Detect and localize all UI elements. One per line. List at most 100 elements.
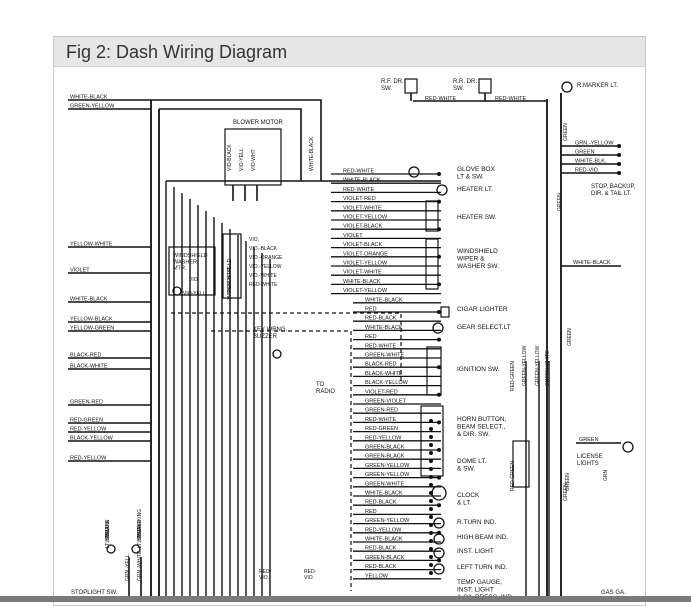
mid-wire-label: VIOLET-YELLOW — [343, 288, 388, 294]
left-wire-label: GREEN-YELLOW — [70, 104, 115, 110]
component-label: HEATER LT. — [457, 186, 493, 193]
mid-wire-label: RED-WHITE — [343, 169, 374, 175]
left-wire-label: YELLOW-GREEN — [70, 326, 114, 332]
mid-wire-label: VIOLET-ORANGE — [343, 251, 388, 257]
rr-door-switch-label: SW. — [453, 86, 464, 92]
component-label: BEAM SELECT., — [457, 423, 506, 430]
mid-wire-label: RED — [365, 307, 377, 313]
connector-dot — [437, 475, 441, 480]
left-wire-label: BLACK-YELLOW — [70, 436, 114, 442]
mid-wire-label: RED-BLACK — [365, 316, 397, 322]
wiper-lead-label: VIO.-WHITE — [249, 273, 277, 279]
component-label: & DIR. SW. — [457, 431, 490, 438]
wiper-lead-label: RED-WHITE — [249, 282, 278, 288]
connector-dot — [429, 571, 433, 575]
mid-wire-label: RED — [365, 509, 377, 515]
top-left-wire — [159, 108, 302, 181]
connector-dot — [429, 555, 433, 559]
vertical-wire-label: GREEN-YELLOW — [535, 345, 541, 386]
connector-dot — [429, 531, 433, 535]
mid-wire-label: WHITE-BLACK — [365, 297, 403, 303]
connector-dot — [429, 443, 433, 447]
component-label: HORN BUTTON, — [457, 416, 507, 423]
connector-dot — [429, 483, 433, 487]
connector-dot — [617, 171, 621, 175]
connector-dot — [429, 427, 433, 431]
washer-lead-label: VIO. — [189, 277, 199, 283]
connector-dot — [437, 310, 441, 314]
connector-dot — [429, 451, 433, 455]
horn-dir-switch-box — [420, 405, 444, 477]
mid-wire-label: GREEN-YELLOW — [365, 472, 410, 478]
washer-motor-label: WINDSHIELD — [173, 253, 208, 259]
mid-wire-label: VIOLET-YELLOW — [343, 261, 388, 267]
component-label: & SW. — [457, 465, 475, 472]
left-turn-lamp — [433, 563, 445, 575]
component-label: GEAR SELECT.LT — [457, 324, 511, 331]
stoplight-switch-label: STOPLIGHT SW. — [71, 590, 118, 596]
far-right-wire-label: GREEN — [575, 150, 595, 156]
to-radio-label: TO — [316, 382, 325, 388]
mid-wire-label: GREEN-RED — [365, 408, 398, 414]
mid-wire-label: GREEN-VIOLET — [365, 399, 407, 405]
blower-motor-label: BLOWER MOTOR — [233, 120, 284, 126]
bottom-vertical-label: VIO. — [304, 575, 314, 581]
connector-dot — [429, 419, 433, 423]
to-radio-label: RADIO — [316, 389, 335, 395]
left-wire-label: WHITE-BLACK — [70, 297, 108, 303]
vertical-wire-label: RED-GREEN — [510, 361, 516, 391]
blower-side-label: WHITE-BLACK — [309, 136, 315, 171]
connector-dot — [429, 563, 433, 567]
parking-brake-switch-label: BRAKE — [137, 519, 143, 537]
component-label: INST. LIGHT — [457, 548, 494, 555]
component-label: GLOVE BOX — [457, 166, 496, 173]
high-beam-lamp — [433, 533, 445, 545]
vertical-wire-label: GREEN — [563, 123, 569, 141]
wiper-motor-box — [222, 233, 242, 299]
glove-box-lamp — [408, 166, 420, 178]
mid-wire-label: YELLOW — [365, 573, 389, 579]
rf-door-switch-label: R.F. DR. — [381, 79, 404, 85]
license-lamp — [622, 441, 634, 453]
gear-select-lamp — [432, 322, 444, 334]
mid-wire-label: GREEN-BLACK — [365, 555, 405, 561]
wiper-lead-label: VIO. — [249, 237, 259, 243]
left-wire-label: GREEN-RED — [70, 400, 103, 406]
mid-wire-label: RED-WHITE — [343, 187, 374, 193]
stop-backup-label: DIR. & TAIL LT. — [591, 191, 632, 197]
mid-wire-label: WHITE-BLACK — [365, 537, 403, 543]
mid-wire-label: RED-YELLOW — [365, 527, 402, 533]
washer-lead-label: VIO-YELL — [183, 291, 206, 297]
connector-dot — [437, 365, 441, 370]
dome-light-symbol — [512, 440, 530, 488]
component-label: WASHER SW. — [457, 263, 499, 270]
component-label: CIGAR LIGHTER — [457, 306, 508, 313]
connector-dot — [617, 144, 621, 148]
wiring-diagram: R.F. DR.SW.R.R. DR.SW.R.MARKER LT.RED-WH… — [68, 78, 636, 601]
vertical-wire-label: GREEN — [567, 328, 573, 346]
brake-switch-symbol — [106, 544, 116, 554]
washer-motor-box — [168, 246, 216, 296]
component-label: WINDSHIELD — [457, 248, 498, 255]
component-label: R.TURN IND. — [457, 519, 497, 526]
mid-wire-label: VIOLET — [343, 233, 363, 239]
connector-dot — [429, 499, 433, 503]
mid-wire-label: BLACK-RED — [365, 362, 397, 368]
washer-motor-label: MTR. — [173, 266, 187, 272]
connector-dot — [437, 172, 441, 176]
stop-backup-label: STOP, BACKUP, — [591, 184, 636, 190]
connector-dot — [429, 507, 433, 511]
mid-wire-label: GREEN-YELLOW — [365, 518, 410, 524]
rf-door-switch-symbol — [404, 78, 418, 94]
connector-dot — [429, 523, 433, 527]
mid-wire-label: RED — [365, 334, 377, 340]
mid-wire-label: RED-WHITE — [365, 343, 396, 349]
left-wire-label: RED-GREEN — [70, 418, 103, 424]
bottom-vertical-label: RED- — [259, 569, 272, 575]
left-wire-label: BLACK-WHITE — [70, 364, 108, 370]
left-wire-label: WHITE-BLACK — [70, 95, 108, 101]
parking-brake-switch-label: LT. SW. — [137, 531, 143, 548]
mid-wire-label: RED-WHITE — [365, 417, 396, 423]
connector-dot — [429, 435, 433, 439]
mid-wire-label: VIOLET-BLACK — [343, 242, 382, 248]
